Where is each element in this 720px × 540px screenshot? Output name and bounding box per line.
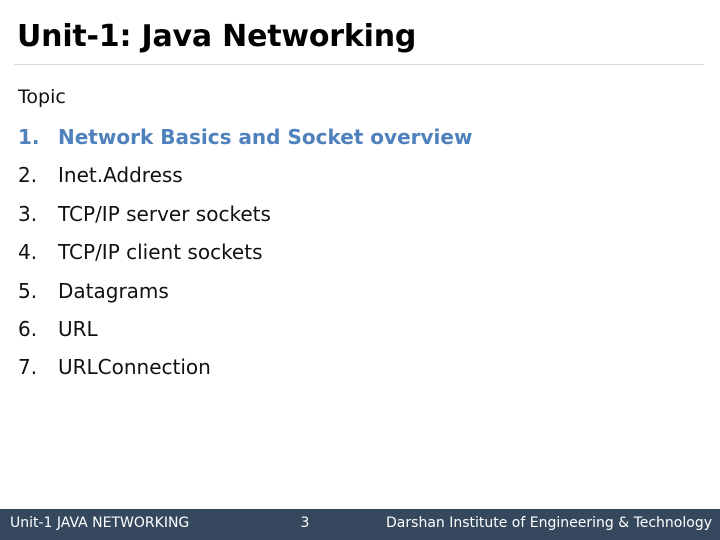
title-divider — [14, 64, 704, 65]
list-item-label: TCP/IP client sockets — [58, 240, 263, 265]
list-item-label: Network Basics and Socket overview — [58, 125, 473, 149]
list-item-number: 7. — [18, 355, 38, 380]
footer-page-number: 3 — [300, 515, 310, 531]
footer-institute-label: Darshan Institute of Engineering & Techn… — [386, 515, 712, 531]
list-item[interactable]: 3. TCP/IP server sockets — [18, 201, 678, 241]
list-item[interactable]: 5. Datagrams — [18, 278, 678, 318]
list-item-label: Inet.Address — [58, 163, 183, 188]
list-item[interactable]: 2. Inet.Address — [18, 164, 678, 202]
list-item-label: URL — [58, 316, 98, 341]
list-item-label: TCP/IP server sockets — [58, 201, 271, 226]
footer-bar — [0, 509, 720, 540]
list-item[interactable]: 7. URLConnection — [18, 356, 678, 394]
list-item-number: 4. — [18, 240, 38, 265]
list-item[interactable]: 4. TCP/IP client sockets — [18, 241, 678, 279]
list-item[interactable]: 1. Network Basics and Socket overview — [18, 126, 678, 164]
list-item-label: URLConnection — [58, 355, 211, 380]
list-item-number: 2. — [18, 163, 38, 188]
list-item[interactable]: 6. URL — [18, 316, 678, 356]
list-item-label: Datagrams — [58, 278, 169, 303]
footer-unit-label: Unit-1 JAVA NETWORKING — [10, 515, 190, 531]
list-item-number: 1. — [18, 125, 40, 149]
page-title: Unit-1: Java Networking — [17, 19, 417, 54]
topic-heading: Topic — [18, 86, 66, 108]
topic-list: 1. Network Basics and Socket overview 2.… — [18, 126, 678, 395]
list-item-number: 3. — [18, 201, 38, 226]
list-item-number: 5. — [18, 278, 38, 303]
list-item-number: 6. — [18, 316, 38, 341]
